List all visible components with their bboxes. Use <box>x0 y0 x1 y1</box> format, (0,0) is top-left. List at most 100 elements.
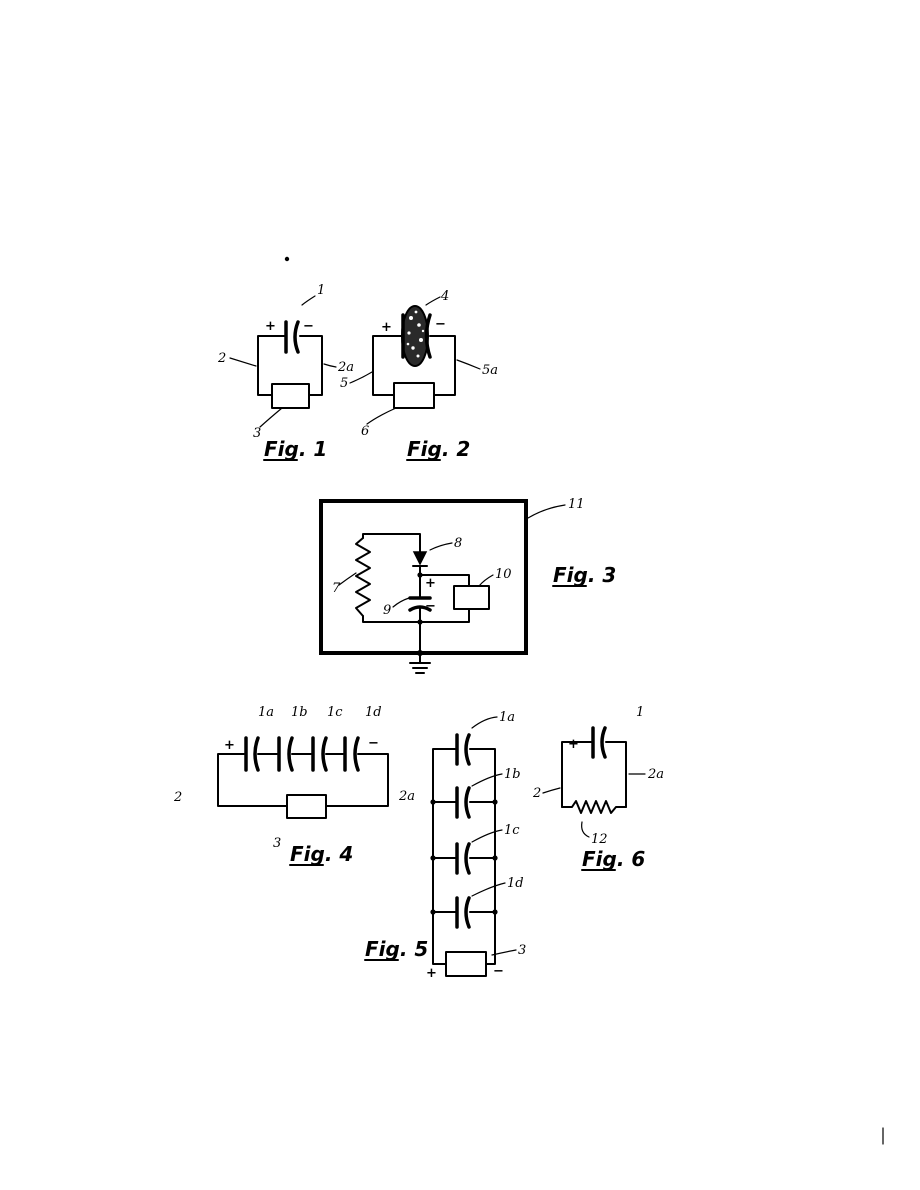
fig3-junction-dot <box>417 572 423 578</box>
fig3-circuit: + − 8 7 9 10 11 Fig. 3 <box>319 497 616 674</box>
fig5-junction-dot <box>430 799 436 805</box>
fig2-minus-sign: − <box>435 317 446 332</box>
fig6-minus-sign: − <box>609 735 620 750</box>
fig3-minus-sign: − <box>425 599 436 614</box>
fig5-wire <box>432 748 496 965</box>
fig3-load-box <box>453 585 490 610</box>
fig2-dielectric-speckle <box>406 310 425 358</box>
fig6-ref-lead-left: 2 <box>532 786 541 801</box>
fig4-ref-cap-a: 1a <box>258 705 274 720</box>
fig5-caption: Fig. 5 <box>365 937 428 961</box>
fig5-junction-dot <box>492 799 498 805</box>
fig4-ref-cap-c: 1c <box>327 705 343 720</box>
fig2-dielectric-body <box>401 305 429 367</box>
fig5-leader-cap-a <box>471 716 498 729</box>
fig6-wire <box>561 741 627 808</box>
fig5-cap-b-plate-negative <box>464 786 471 819</box>
fig1-circuit: + − 1 2 2a 3 Fig. 1 <box>217 283 354 461</box>
fig6-resistor <box>561 800 627 814</box>
fig5-leader-cap-b <box>471 773 503 787</box>
fig1-plus-sign: + <box>265 319 276 334</box>
fig2-wire <box>372 335 456 396</box>
fig4-wire <box>217 753 389 807</box>
fig3-ref-housing: 11 <box>568 497 585 512</box>
fig5-branch-wires <box>432 801 496 913</box>
fig4-ref-cap-b: 1b <box>291 705 308 720</box>
fig6-leader-lead-left <box>542 787 561 794</box>
fig3-junction-dot <box>417 619 423 625</box>
fig5-cap-a-plate-negative <box>464 733 471 766</box>
fig6-ref-capacitor: 1 <box>636 705 644 720</box>
fig5-circuit: + − 1a 1b 1c 1d 3 Fig. 5 <box>364 710 526 981</box>
fig6-circuit: + − 1 2 2a 12 Fig. 6 <box>532 705 664 871</box>
fig4-circuit: + − 1a 1b 1c 1d 2 2a 3 Fig. 4 <box>173 705 415 866</box>
fig3-housing <box>319 499 528 655</box>
fig5-junction-dot <box>492 909 498 915</box>
fig6-capacitor-plate-negative <box>600 726 607 759</box>
fig4-ref-lead-right: 2a <box>398 789 415 804</box>
fig5-ref-cap-b: 1b <box>504 767 521 782</box>
fig3-ref-load: 10 <box>495 567 512 582</box>
fig3-ref-capacitor: 9 <box>383 603 391 618</box>
fig1-ref-lead-right: 2a <box>337 360 354 375</box>
fig2-ref-lead-left: 5 <box>340 376 348 391</box>
fig4-plus-sign: + <box>224 738 235 753</box>
fig3-leader-housing <box>527 504 566 519</box>
fig1-ref-lead-left: 2 <box>217 351 226 366</box>
fig1-load-box <box>271 383 310 409</box>
fig5-ref-cap-c: 1c <box>504 823 520 838</box>
fig4-ref-load: 3 <box>273 836 281 851</box>
fig2-ref-load: 6 <box>361 424 369 439</box>
fig1-leader-load <box>259 407 283 428</box>
ink-speck <box>284 256 290 262</box>
fig3-diode-triangle <box>412 551 428 566</box>
fig1-wire <box>257 335 323 396</box>
fig1-caption: Fig. 1 <box>264 437 327 461</box>
fig1-minus-sign: − <box>303 319 314 334</box>
ground-icon <box>409 652 431 674</box>
fig3-ref-resistor: 7 <box>332 581 341 596</box>
fig2-ref-element: 4 <box>440 289 449 304</box>
fig3-leader-capacitor <box>392 597 410 608</box>
fig3-leader-diode <box>429 542 453 551</box>
fig3-leader-resistor <box>338 572 357 586</box>
fig1-leader-capacitor <box>301 295 316 306</box>
fig6-ref-resistor: 12 <box>591 832 608 847</box>
fig2-caption: Fig. 2 <box>407 437 470 461</box>
fig6-leader-resistor <box>581 821 590 838</box>
fig2-leader-load <box>366 407 397 425</box>
fig2-leader-lead-left <box>349 371 373 384</box>
fig1-capacitor-plate-negative <box>293 320 300 354</box>
fig5-cap-c-plate-negative <box>464 842 471 875</box>
fig3-caption: Fig. 3 <box>553 563 616 587</box>
fig4-load-box <box>286 794 327 819</box>
fig5-junction-dot <box>492 855 498 861</box>
fig2-load-box <box>393 382 435 409</box>
fig5-cap-d-plate-negative <box>464 896 471 929</box>
fig1-ref-load: 3 <box>253 426 261 441</box>
fig2-leader-element <box>425 296 441 306</box>
fig5-junction-dot <box>430 909 436 915</box>
fig4-minus-sign: − <box>368 736 379 751</box>
fig5-leader-cap-c <box>471 829 503 843</box>
fig1-leader-lead-right <box>323 363 337 368</box>
fig4-ref-cap-d: 1d <box>365 705 382 720</box>
fig1-ref-capacitor: 1 <box>317 283 325 298</box>
fig4-cap-c-plate-negative <box>321 736 328 772</box>
fig3-capacitor-plate-negative <box>408 605 432 612</box>
fig5-leader-cap-d <box>471 882 506 897</box>
fig5-plus-sign: + <box>426 966 437 981</box>
fig2-plus-sign: + <box>381 320 392 335</box>
fig5-ref-cap-d: 1d <box>507 876 524 891</box>
fig1-leader-lead-left <box>229 357 257 367</box>
fig5-junction-dot <box>430 855 436 861</box>
fig2-ref-lead-right: 5a <box>482 363 498 378</box>
fig3-leader-load <box>478 574 494 587</box>
fig4-ref-lead-left: 2 <box>173 790 182 805</box>
fig4-cap-b-plate-negative <box>287 736 294 772</box>
fig2-capacitor-plate-negative <box>424 313 432 359</box>
fig5-ref-load: 3 <box>518 943 526 958</box>
fig4-cap-d-plate-negative <box>353 736 360 772</box>
fig5-ref-cap-a: 1a <box>499 710 515 725</box>
